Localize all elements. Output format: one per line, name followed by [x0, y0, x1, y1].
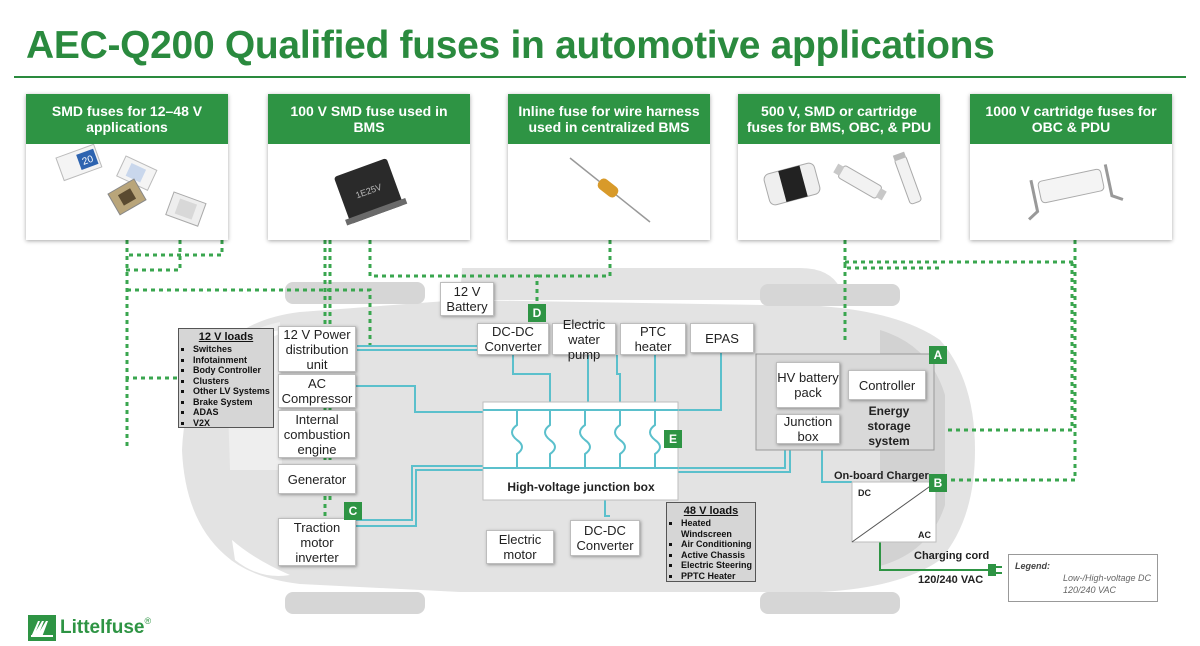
card-500v-fuses: 500 V, SMD or cartridge fuses for BMS, O… [738, 94, 940, 240]
list-item: Switches [193, 344, 273, 355]
page-title: AEC-Q200 Qualified fuses in automotive a… [26, 24, 995, 67]
electric-water-pump: Electric water pump [552, 317, 616, 362]
loads-12v: 12 V loads Switches Infotainment Body Co… [178, 328, 274, 428]
power-distribution-unit-12v: 12 V Power distribution unit [278, 326, 356, 372]
registered-mark: ® [144, 616, 152, 626]
list-item: Other LV Systems [193, 386, 273, 397]
car-roof-panel-2 [760, 592, 900, 614]
badge-e: E [664, 430, 682, 448]
car-roof-panel [760, 284, 900, 306]
list-item: Air Conditioning [681, 539, 755, 550]
obc-dc-label: DC [858, 488, 871, 498]
card-1000v-fuses: 1000 V cartridge fuses for OBC & PDU [970, 94, 1172, 240]
legend-item-ac: 120/240 VAC [1063, 585, 1117, 595]
card-title: Inline fuse for wire harness used in cen… [508, 94, 710, 144]
ac-wiring [879, 540, 990, 571]
hv-junction-fuses [483, 409, 678, 469]
card-title: 100 V SMD fuse used in BMS [268, 94, 470, 144]
littelfuse-wordmark: Littelfuse [60, 617, 145, 638]
obc-diagonal [851, 481, 937, 543]
inline-fuse-image [569, 157, 651, 223]
charging-cord-label: Charging cord [914, 550, 990, 562]
ptc-heater: PTC heater [620, 323, 686, 355]
hv-junction-box-label: High-voltage junction box [507, 480, 655, 494]
charging-plug-icon [988, 564, 1002, 576]
card-100v-smd: 100 V SMD fuse used in BMS 1E25V [268, 94, 470, 240]
card-inline-fuse: Inline fuse for wire harness used in cen… [508, 94, 710, 240]
list-item: Infotainment [193, 355, 273, 366]
car-roof-panel-4 [285, 592, 425, 614]
littelfuse-logo-icon [28, 615, 56, 641]
on-board-charger-label: On-board Charger [834, 470, 929, 482]
traction-motor-inverter: Traction motor inverter [278, 518, 356, 566]
badge-d: D [528, 304, 546, 322]
internal-combustion-engine: Internal combustion engine [278, 410, 356, 458]
littelfuse-logo: Littelfuse ® [28, 614, 151, 642]
badge-b: B [929, 474, 947, 492]
hv-battery-pack: HV battery pack [776, 362, 840, 408]
epas: EPAS [690, 323, 754, 353]
loads-48v-title: 48 V loads [683, 505, 739, 517]
smd-top-mark: 20 [81, 154, 96, 168]
list-item: Clusters [193, 376, 273, 387]
list-item: Brake System [193, 397, 273, 408]
loads-12v-title: 12 V loads [198, 331, 254, 343]
legend: Legend: Low-/High-voltage DC 120/240 VAC [1008, 554, 1158, 602]
list-item: Heated Windscreen [681, 518, 755, 539]
car-mirror [232, 540, 290, 576]
100v-smd-fuse-image: 1E25V [334, 158, 408, 226]
obc-ac-label: AC [918, 530, 931, 540]
ac-compressor: AC Compressor [278, 374, 356, 408]
dc-wiring [352, 345, 852, 527]
list-item: Electric Steering [681, 560, 755, 571]
dcdc-converter-top: DC-DC Converter [477, 323, 549, 355]
title-underline [14, 76, 1186, 78]
list-item: ADAS [193, 407, 273, 418]
hv-junction-box-frame [482, 401, 679, 501]
dcdc-converter-bottom: DC-DC Converter [570, 520, 640, 556]
card-smd-fuses: SMD fuses for 12–48 V applications 20 [26, 94, 228, 240]
list-item: PPTC Heater [681, 571, 755, 582]
1000v-fuse-image [1028, 164, 1124, 221]
card-title: 500 V, SMD or cartridge fuses for BMS, O… [738, 94, 940, 144]
energy-storage-label: Energy storage system [867, 404, 911, 448]
battery-12v: 12 V Battery [440, 282, 494, 316]
badge-c: C [344, 502, 362, 520]
card-title: 1000 V cartridge fuses for OBC & PDU [970, 94, 1172, 144]
list-item: Body Controller [193, 365, 273, 376]
list-item: V2X [193, 418, 273, 429]
list-item: Active Chassis [681, 550, 755, 561]
vac-label: 120/240 VAC [918, 574, 984, 586]
generator: Generator [278, 464, 356, 494]
500v-fuses-image [763, 151, 922, 206]
junction-box: Junction box [776, 414, 840, 444]
badge-a: A [929, 346, 947, 364]
loads-48v: 48 V loads Heated Windscreen Air Conditi… [666, 502, 756, 582]
controller: Controller [848, 370, 926, 400]
electric-motor: Electric motor [486, 530, 554, 564]
card-title: SMD fuses for 12–48 V applications [26, 94, 228, 144]
legend-item-dc: Low-/High-voltage DC [1063, 573, 1152, 583]
car-roof-panel-3 [285, 282, 425, 304]
smd-fuses-image: 20 [55, 144, 207, 227]
legend-title: Legend: [1015, 561, 1050, 571]
